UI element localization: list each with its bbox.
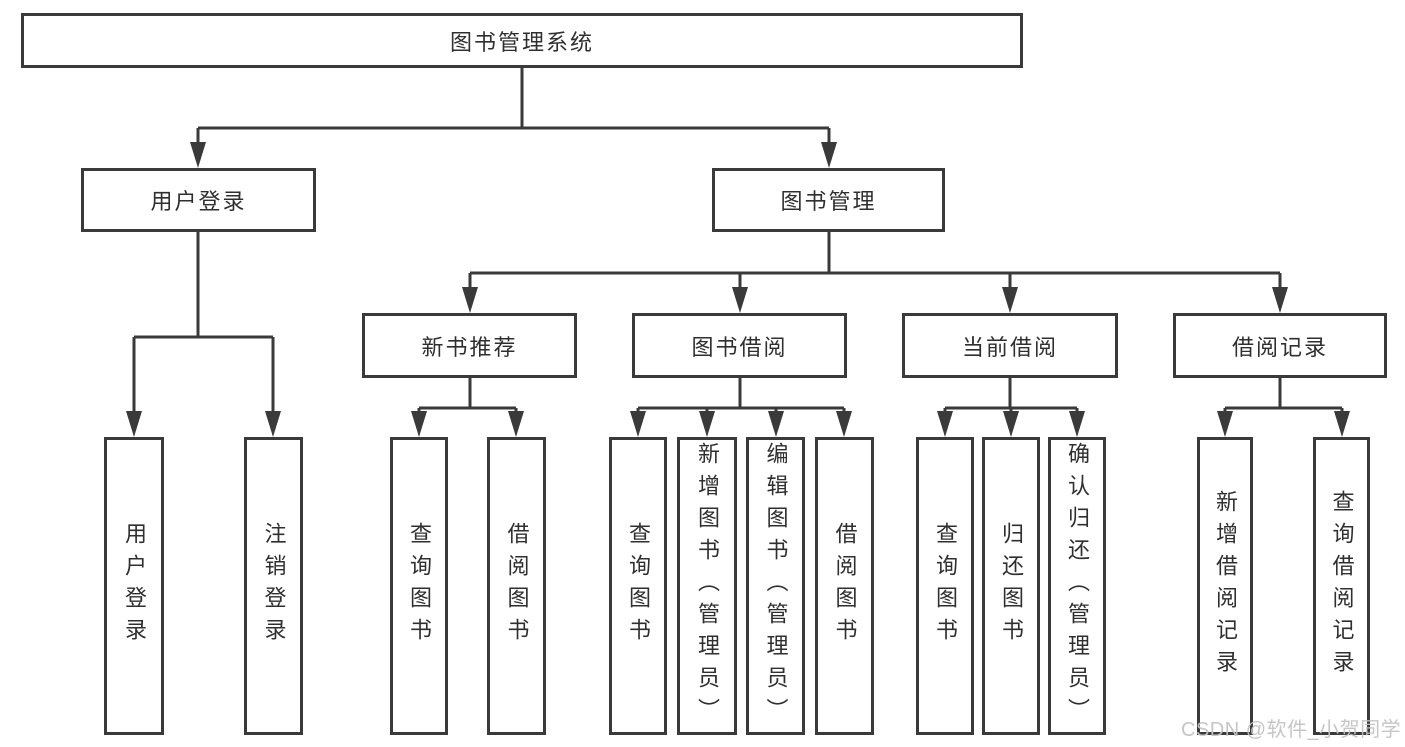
connector-root-arrows xyxy=(190,142,837,168)
node-label: 图书管理系统 xyxy=(449,29,594,55)
node-label: 图书管理 xyxy=(780,189,877,214)
leaf-confirm-return-admin: 确认归还（管理员） xyxy=(1048,437,1106,735)
node-current-borrow: 当前借阅 xyxy=(902,313,1118,378)
node-label: 图书借阅 xyxy=(691,334,788,360)
leaf-add-book-admin: 新增图书（管理员） xyxy=(677,437,737,735)
leaf-borrow-books-recommend: 借阅图书 xyxy=(487,437,546,735)
node-root: 图书管理系统 xyxy=(21,13,1023,68)
node-label: 查询图书 xyxy=(626,522,651,650)
node-label: 新增借阅记录 xyxy=(1213,490,1238,682)
node-book-management: 图书管理 xyxy=(712,168,945,232)
connector-root xyxy=(196,68,831,148)
connector-book-management xyxy=(468,232,1282,293)
node-label: 当前借阅 xyxy=(961,334,1058,360)
node-label: 新书推荐 xyxy=(421,334,518,360)
node-label: 注销登录 xyxy=(261,522,287,650)
leaf-borrow-books: 借阅图书 xyxy=(815,437,874,735)
node-book-borrow: 图书借阅 xyxy=(632,313,847,378)
node-label: 借阅记录 xyxy=(1231,334,1328,360)
node-label: 查询图书 xyxy=(933,522,958,650)
connector-book-management-arrows xyxy=(462,287,1288,313)
connector-book-borrow-arrows xyxy=(630,411,852,437)
node-borrow-record: 借阅记录 xyxy=(1173,313,1387,378)
node-label: 查询图书 xyxy=(407,522,432,650)
connector-new-book-recommend-arrows xyxy=(411,411,524,437)
node-label: 用户登录 xyxy=(122,522,147,650)
csdn-watermark: CSDN @软件_小贺同学 xyxy=(1181,719,1402,741)
node-label: 用户登录 xyxy=(150,189,247,214)
node-label: 借阅图书 xyxy=(832,522,858,650)
leaf-edit-book-admin: 编辑图书（管理员） xyxy=(746,437,805,735)
connector-borrow-record-arrows xyxy=(1217,411,1350,437)
connector-borrow-record xyxy=(1223,378,1344,418)
node-new-book-recommend: 新书推荐 xyxy=(362,313,577,378)
node-user-login: 用户登录 xyxy=(81,168,316,232)
node-label: 借阅图书 xyxy=(504,522,530,650)
node-label: 编辑图书（管理员） xyxy=(763,442,789,730)
connector-user-login-arrows xyxy=(126,411,281,437)
node-label: 确认归还（管理员） xyxy=(1065,442,1090,730)
connector-book-borrow xyxy=(636,378,846,418)
leaf-logout-login: 注销登录 xyxy=(244,437,303,735)
leaf-return-books: 归还图书 xyxy=(982,437,1040,735)
node-label: 查询借阅记录 xyxy=(1329,490,1355,682)
node-label: 新增图书（管理员） xyxy=(695,442,720,730)
leaf-user-login: 用户登录 xyxy=(104,437,164,735)
leaf-add-borrow-record: 新增借阅记录 xyxy=(1197,437,1253,735)
leaf-query-books-current: 查询图书 xyxy=(916,437,974,735)
connector-current-borrow-arrows xyxy=(937,411,1085,437)
leaf-query-books-recommend: 查询图书 xyxy=(390,437,448,735)
node-label: 归还图书 xyxy=(999,522,1024,650)
connector-user-login xyxy=(132,232,275,418)
leaf-query-books-borrow: 查询图书 xyxy=(609,437,667,735)
leaf-query-borrow-record: 查询借阅记录 xyxy=(1313,437,1370,735)
connector-new-book-recommend xyxy=(417,378,518,418)
